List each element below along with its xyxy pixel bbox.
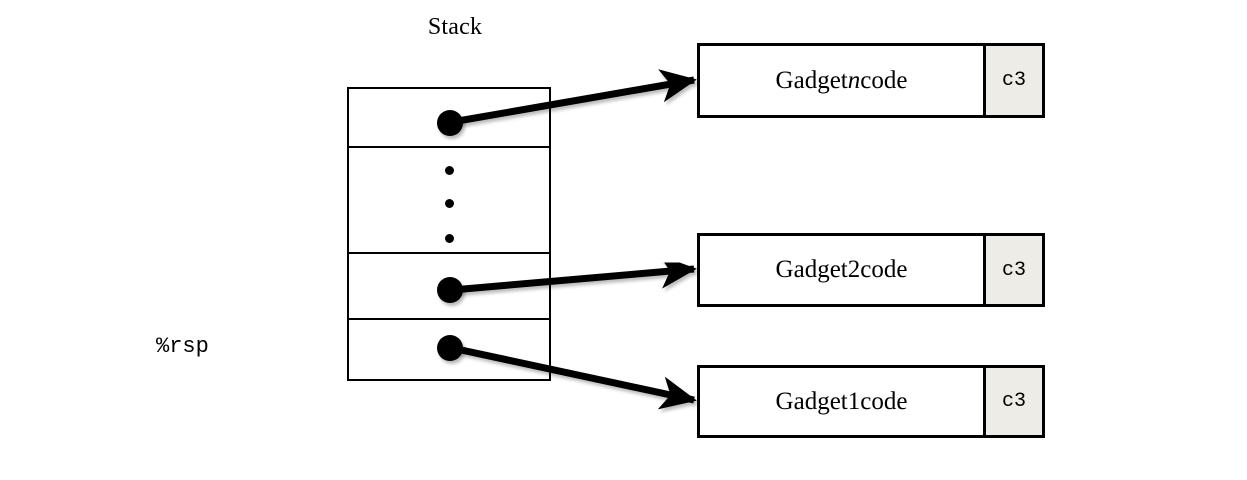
gadget-1-index: 1 — [847, 387, 861, 415]
gadget-2-ret-byte: c3 — [983, 236, 1042, 304]
gadget-n-code-suffix: code — [860, 66, 908, 94]
gadget-1-code-suffix: code — [860, 387, 908, 415]
stack-cell-ellipsis — [349, 148, 549, 254]
pointer-dot-gadget-1-icon — [437, 335, 463, 361]
gadget-n-box: Gadget n code c3 — [697, 43, 1045, 118]
gadget-n-code-label: Gadget n code — [700, 46, 983, 115]
gadget-2-code-prefix: Gadget — [775, 256, 848, 283]
gadget-2-code-suffix: code — [860, 256, 908, 283]
gadget-1-box: Gadget 1 code c3 — [697, 365, 1045, 438]
stack-cell-gadget-2 — [349, 254, 549, 320]
stack-cell-gadget-n — [349, 89, 549, 148]
pointer-dot-gadget-2-icon — [437, 277, 463, 303]
gadget-2-code-label: Gadget 2 code — [700, 236, 983, 304]
gadget-1-code-label: Gadget 1 code — [700, 368, 983, 435]
gadget-n-ret-byte: c3 — [983, 46, 1042, 115]
stack-column — [347, 87, 551, 381]
ellipsis-dot-icon — [445, 234, 454, 243]
gadget-1-ret-byte: c3 — [983, 368, 1042, 435]
gadget-n-index: n — [847, 66, 861, 94]
ellipsis-dot-icon — [445, 166, 454, 175]
ellipsis-dot-icon — [445, 199, 454, 208]
pointer-dot-gadget-n-icon — [437, 110, 463, 136]
gadget-2-box: Gadget 2 code c3 — [697, 233, 1045, 307]
stack-title: Stack — [427, 14, 483, 40]
gadget-n-code-prefix: Gadget — [775, 66, 848, 94]
rsp-register-label: %rsp — [156, 334, 209, 359]
gadget-1-code-prefix: Gadget — [775, 387, 848, 415]
gadget-2-index: 2 — [847, 256, 861, 283]
